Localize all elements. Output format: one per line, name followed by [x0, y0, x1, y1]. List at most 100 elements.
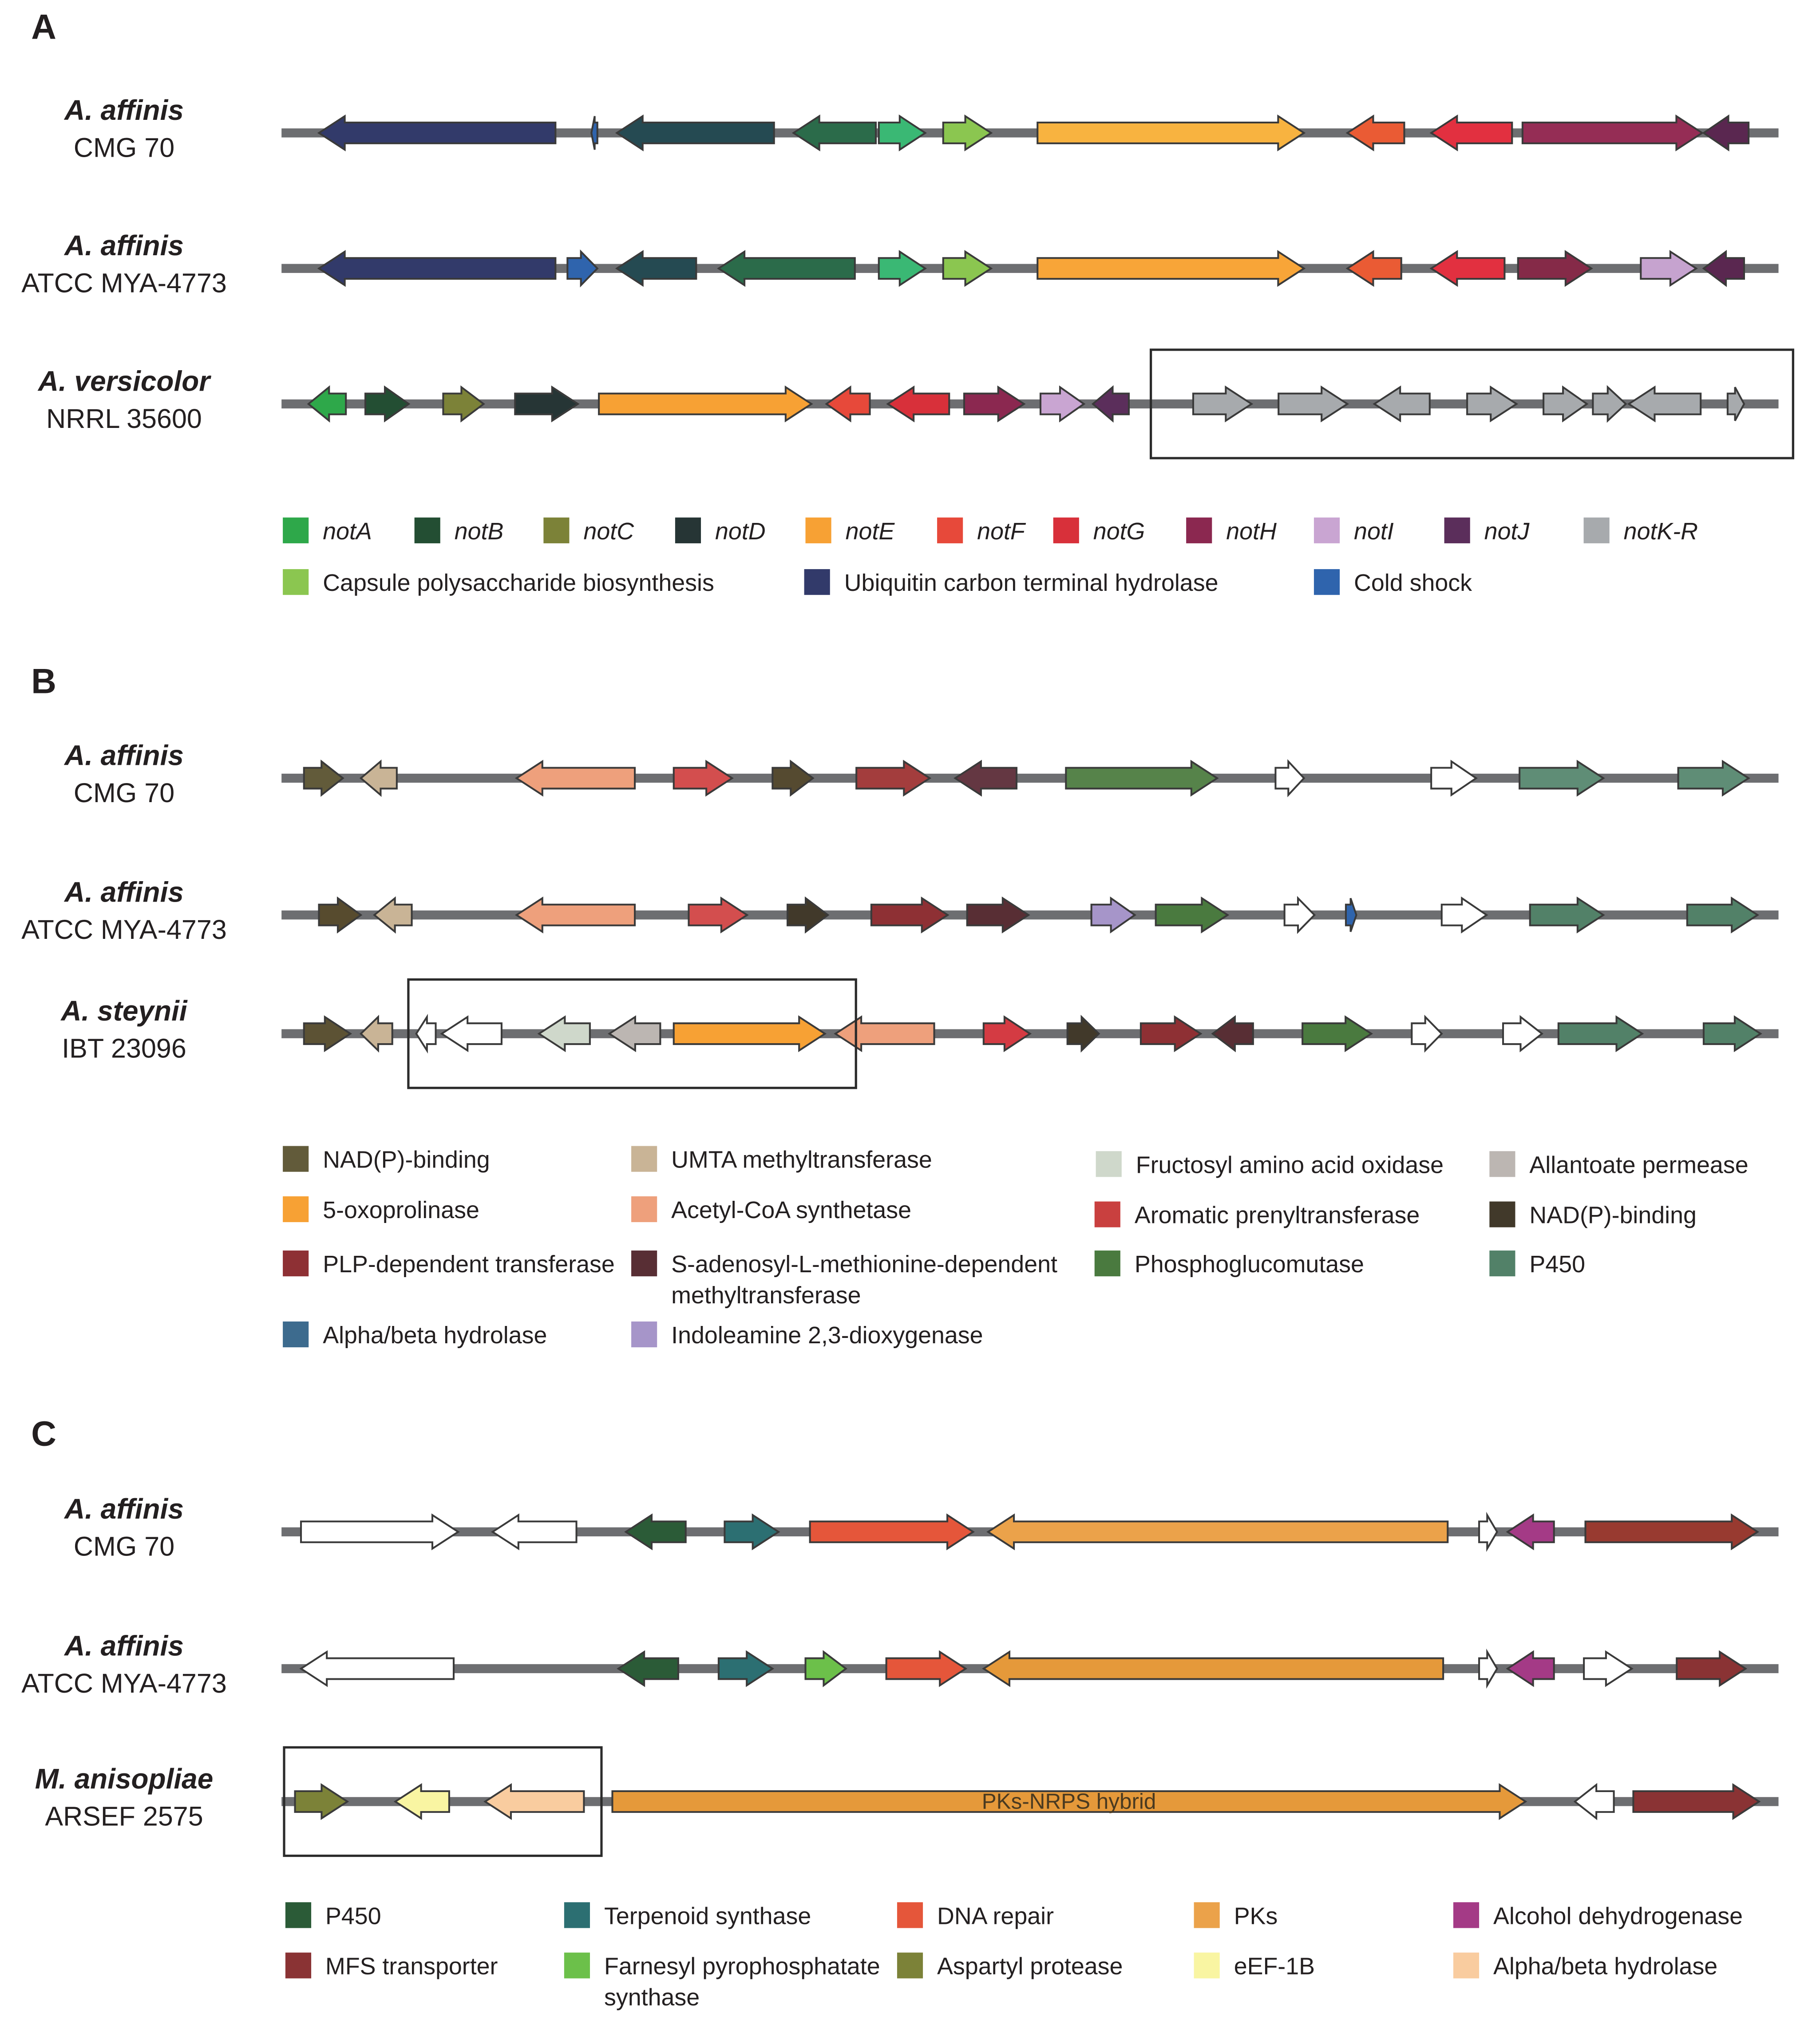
gene-arrow [1039, 385, 1086, 423]
strain-label: IBT 23096 [62, 1033, 186, 1064]
legend-item: PKs [1194, 1902, 1278, 1929]
gene-arrow [688, 896, 749, 934]
gene-arrow [1037, 250, 1306, 287]
gene-arrow [373, 896, 413, 934]
legend-label: Acetyl-CoA synthetase [671, 1197, 911, 1223]
gene-arrow [1529, 896, 1605, 934]
strain-label: ATCC MYA-4773 [21, 1668, 227, 1698]
gene-arrow [1726, 387, 1745, 421]
highlight-box [1149, 348, 1794, 459]
legend-label: UMTA methyltransferase [671, 1147, 932, 1173]
legend-label: P450 [1529, 1251, 1585, 1278]
gene-arrow [611, 1783, 1527, 1820]
strain-label: CMG 70 [74, 778, 174, 808]
legend-swatch [631, 1146, 657, 1172]
gene-arrow [982, 1015, 1032, 1053]
gene-arrow [1583, 1650, 1634, 1687]
legend-label: Alcohol dehydrogenase [1493, 1903, 1743, 1929]
gene-arrow [1592, 385, 1627, 423]
gene-arrow [440, 1015, 502, 1053]
legend-item: notC [543, 517, 634, 545]
gene-arrow [1584, 1513, 1760, 1551]
legend-label: MFS transporter [325, 1953, 498, 1980]
gene-arrow [1429, 250, 1506, 287]
gene-arrow [624, 1513, 687, 1551]
legend-swatch [283, 1250, 309, 1277]
gene-arrow [1517, 250, 1593, 287]
gene-arrow [1632, 1783, 1761, 1820]
legend-label: notF [977, 518, 1026, 545]
legend-label: Phosphoglucomutase [1135, 1251, 1364, 1278]
strain-label: ATCC MYA-4773 [21, 914, 227, 945]
gene-arrow [317, 114, 557, 151]
species-label: A. affinis [63, 739, 184, 771]
gene-arrow [825, 385, 871, 423]
gene-arrow [791, 114, 877, 151]
legend-item: Allantoate permease [1489, 1151, 1749, 1178]
legend-item: 5-oxoprolinase [283, 1196, 479, 1223]
chromosome-backbone [281, 773, 1779, 783]
strain-label: NRRL 35600 [46, 404, 202, 434]
legend-label: Allantoate permease [1529, 1152, 1748, 1178]
legend-swatch [897, 1902, 923, 1928]
gene-arrow [787, 896, 830, 934]
legend-label: notC [583, 518, 634, 545]
gene-arrow [1037, 114, 1306, 151]
gene-arrow [1274, 759, 1306, 797]
gene-arrow [360, 1015, 393, 1053]
gene-arrow [1702, 249, 1745, 287]
legend-item: UMTA methyltransferase [631, 1146, 932, 1173]
gene-arrow [393, 1783, 450, 1820]
legend-swatch [1094, 1201, 1120, 1227]
gene-arrow [514, 385, 580, 423]
legend-item: P450 [1489, 1250, 1585, 1278]
legend-swatch [1489, 1250, 1515, 1277]
strain-label: CMG 70 [74, 1531, 174, 1562]
gene-arrow [1066, 1015, 1100, 1053]
gene-label: PKs-NRPS hybrid [982, 1789, 1156, 1813]
legend-label: 5-oxoprolinase [323, 1197, 479, 1223]
legend-label: notA [323, 518, 372, 545]
species-label: A. affinis [63, 1630, 184, 1662]
gene-arrow [615, 250, 697, 287]
panel-letter: A [31, 8, 56, 47]
gene-arrow [364, 385, 411, 423]
legend-label: Aspartyl protease [937, 1953, 1123, 1980]
legend-label: PKs [1234, 1903, 1278, 1929]
gene-arrow [1345, 114, 1405, 151]
gene-arrow [615, 114, 775, 151]
legend-swatch [1489, 1201, 1515, 1227]
legend-swatch [897, 1952, 923, 1979]
gene-arrow [590, 116, 598, 150]
legend-label: NAD(P)-binding [323, 1147, 490, 1173]
legend-swatch [804, 569, 830, 595]
legend-item: DNA repair [897, 1902, 1054, 1929]
legend-swatch [1314, 569, 1340, 595]
legend-item: notK-R [1583, 517, 1698, 545]
gene-arrow [1640, 250, 1698, 287]
legend-label: NAD(P)-binding [1529, 1202, 1697, 1229]
legend-label: Cold shock [1354, 570, 1472, 596]
legend-swatch [285, 1902, 312, 1928]
panel-letter: B [31, 662, 56, 701]
legend-swatch [283, 1196, 309, 1223]
legend-item: S-adenosyl-L-methionine-dependentmethylt… [631, 1250, 1057, 1309]
gene-arrow [1411, 1014, 1443, 1053]
gene-arrow [1192, 385, 1254, 423]
gene-arrow [982, 1650, 1444, 1687]
legend-label: notB [455, 518, 504, 545]
gene-arrow [717, 250, 856, 287]
legend-item: Phosphoglucomutase [1094, 1250, 1364, 1278]
gene-arrow [1521, 114, 1704, 151]
